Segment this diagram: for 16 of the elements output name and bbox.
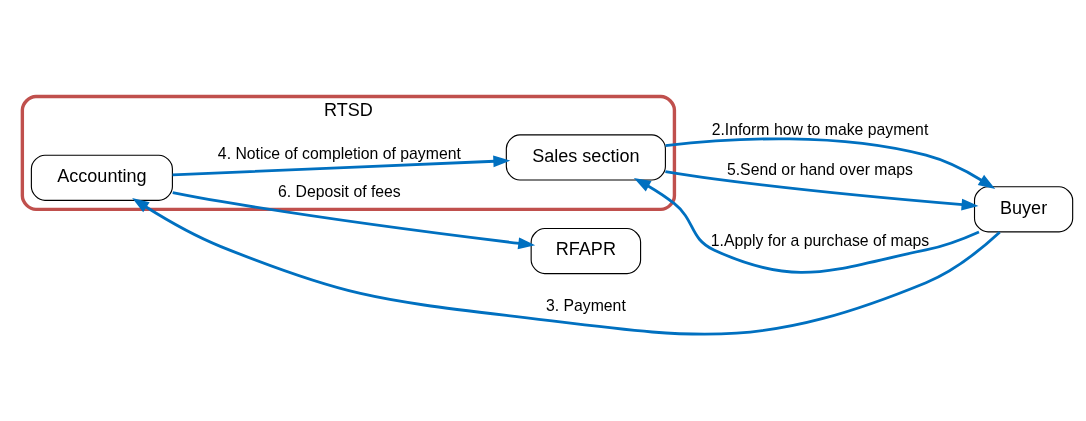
edge-label: 2.Inform how to make payment (711, 120, 929, 138)
node-box: Buyer (973, 185, 1074, 232)
edge-label: 1.Apply for a purchase of maps (710, 231, 930, 249)
arrow (132, 197, 1001, 335)
arrow (172, 190, 536, 249)
arrow (665, 169, 979, 210)
edge-label: 4. Notice of completion of payment (217, 144, 461, 162)
node-box: Accounting (30, 154, 173, 201)
edge-label: 5.Send or hand over maps (726, 160, 913, 178)
arrow (633, 177, 980, 274)
arrow (665, 137, 996, 189)
edge-label: 3. Payment (545, 296, 626, 314)
node-box: Sales section (505, 133, 666, 181)
node-box: RFAPR (530, 227, 642, 274)
arrow (172, 154, 511, 176)
edge-label: 6. Deposit of fees (277, 182, 401, 200)
